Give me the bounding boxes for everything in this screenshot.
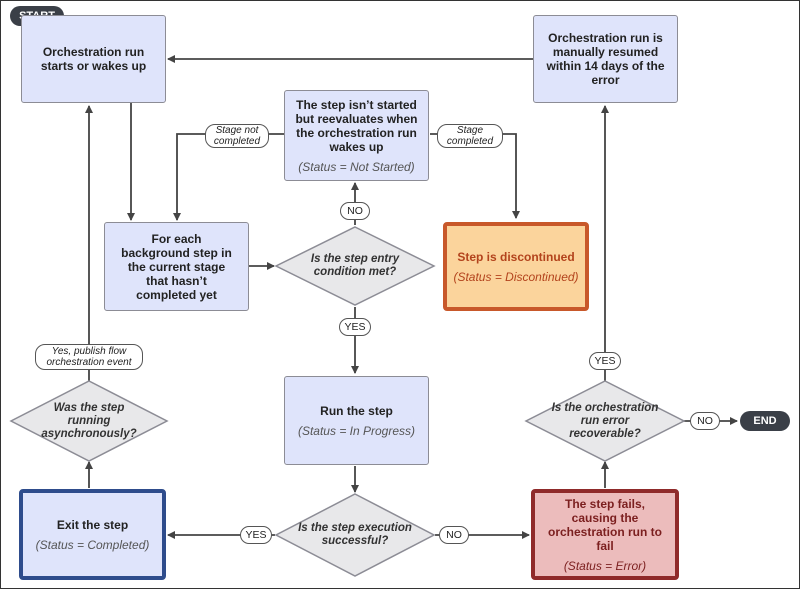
decision-diamond-recoverable [524, 380, 686, 462]
box-orchestration-starts: Orchestration run starts or wakes up [21, 15, 166, 103]
box-title: The step isn’t started but reevaluates w… [295, 97, 418, 154]
box-status: (Status = Completed) [35, 537, 150, 552]
box-for-each-step: For each background step in the current … [104, 222, 249, 311]
box-status: (Status = In Progress) [297, 423, 416, 438]
decision-diamond-entry [274, 226, 436, 306]
box-title: Run the step [320, 403, 393, 418]
box-title: Orchestration run starts or wakes up [40, 45, 147, 73]
box-exit-step: Exit the step (Status = Completed) [19, 489, 166, 580]
box-step-discontinued: Step is discontinued (Status = Discontin… [443, 222, 589, 311]
label-yes-entry: YES [339, 318, 371, 336]
box-title: Exit the step [56, 517, 129, 532]
label-no-entry: NO [340, 202, 370, 220]
decision-entry-condition: Is the step entry condition met? [310, 253, 400, 278]
box-title: For each background step in the current … [121, 231, 232, 302]
decision-execution-success: Is the step execution successful? [298, 522, 412, 547]
box-status: (Status = Error) [563, 558, 647, 573]
label-stage-completed: Stage completed [437, 124, 503, 148]
decision-diamond-exec [274, 493, 436, 577]
box-title: Orchestration run is manually resumed wi… [546, 31, 665, 87]
decision-async: Was the step running asynchronously? [41, 401, 137, 440]
box-run-step: Run the step (Status = In Progress) [284, 376, 429, 465]
decision-diamond-async [9, 380, 169, 462]
box-step-fails: The step fails, causing the orchestratio… [531, 489, 679, 580]
box-title: Step is discontinued [457, 249, 575, 264]
box-status: (Status = Discontinued) [453, 269, 579, 284]
label-publish-event: Yes, publish flow orchestration event [35, 344, 143, 370]
box-manually-resumed: Orchestration run is manually resumed wi… [533, 15, 678, 103]
label-stage-not-completed: Stage not completed [205, 124, 269, 148]
label-yes-success: YES [240, 526, 272, 544]
label-no-success: NO [439, 526, 469, 544]
box-status: (Status = Not Started) [298, 159, 415, 174]
label-yes-recoverable: YES [589, 352, 621, 370]
box-title: The step fails, causing the orchestratio… [547, 496, 662, 553]
end-terminal: END [740, 411, 790, 431]
decision-recoverable: Is the orchestration run error recoverab… [551, 401, 659, 440]
label-no-recoverable: NO [690, 412, 720, 430]
box-not-started: The step isn’t started but reevaluates w… [284, 90, 429, 181]
